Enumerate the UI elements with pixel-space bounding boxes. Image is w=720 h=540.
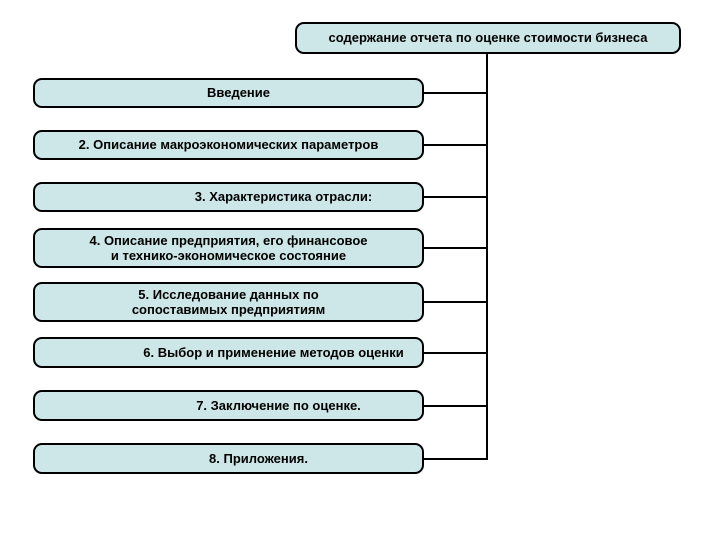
box-introduction: Введение xyxy=(33,78,424,108)
trunk-connector-line xyxy=(486,54,488,460)
connector-line-valuation-conclusion xyxy=(424,405,486,407)
box-appendices: 8. Приложения. xyxy=(33,443,424,474)
connector-line-macroeconomic-parameters xyxy=(424,144,486,146)
connector-line-valuation-methods xyxy=(424,352,486,354)
connector-line-introduction xyxy=(424,92,486,94)
box-enterprise-description: 4. Описание предприятия, его финансовое … xyxy=(33,228,424,268)
connector-line-enterprise-description xyxy=(424,247,486,249)
box-industry-characteristics: 3. Характеристика отрасли: xyxy=(33,182,424,212)
box-valuation-conclusion: 7. Заключение по оценке. xyxy=(33,390,424,421)
box-macroeconomic-parameters: 2. Описание макроэкономических параметро… xyxy=(33,130,424,160)
box-comparable-companies-research: 5. Исследование данных по сопоставимых п… xyxy=(33,282,424,322)
title-box: содержание отчета по оценке стоимости би… xyxy=(295,22,681,54)
connector-line-appendices xyxy=(424,458,486,460)
connector-line-industry-characteristics xyxy=(424,196,486,198)
box-valuation-methods: 6. Выбор и применение методов оценки xyxy=(33,337,424,368)
connector-line-comparable-companies-research xyxy=(424,301,486,303)
